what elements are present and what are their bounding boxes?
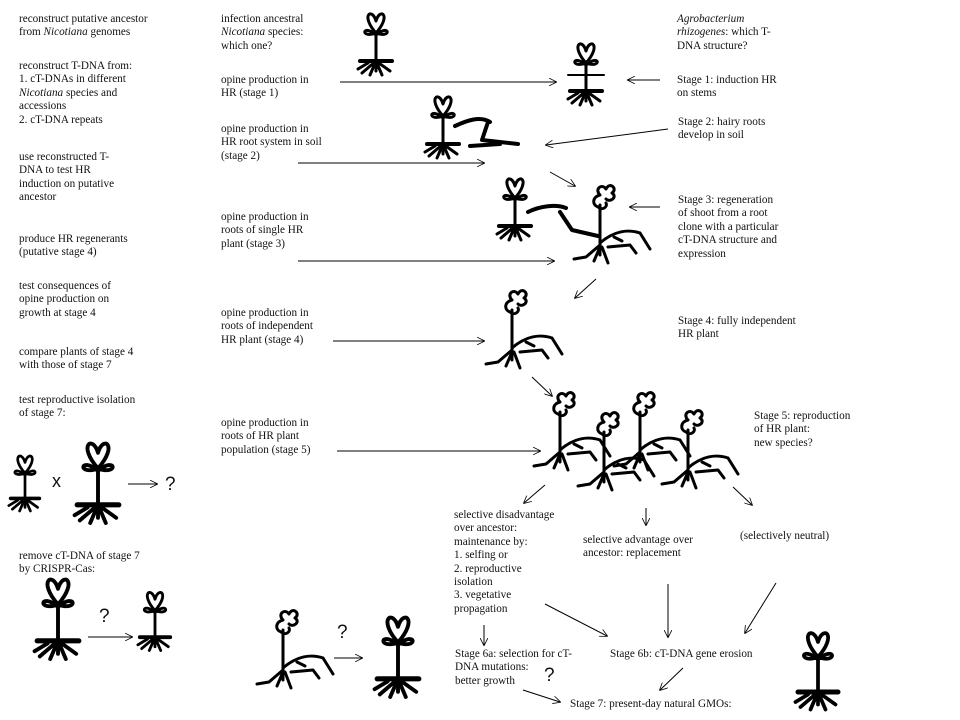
reproductive-isolation-text: test reproductive isolation of stage 7: <box>19 394 136 420</box>
opine-stage3-text: opine production in roots of single HR p… <box>221 211 309 250</box>
stage3-root-connection <box>526 203 600 238</box>
stage3-label: Stage 3: regeneration of shoot from a ro… <box>678 194 779 260</box>
stage2-hairy-roots <box>453 117 520 148</box>
text-part: infection ancestral <box>221 13 304 25</box>
stage5-label: Stage 5: reproduction of HR plant: new s… <box>754 410 851 449</box>
stage5-hr-plant-4 <box>660 409 740 490</box>
opine-consequences-text: test consequences of opine production on… <box>19 280 111 319</box>
ancestral-plant-illustration <box>356 11 394 77</box>
stage5-hr-plant-2 <box>576 411 656 492</box>
reversion-hr-plant <box>255 609 335 690</box>
species-name: Nicotiana <box>43 26 88 39</box>
stage2-plant-illustration <box>423 94 461 160</box>
opine-stage5-text: opine production in roots of HR plant po… <box>221 417 311 456</box>
arrow-stage2 <box>546 128 669 145</box>
text-part: : which T- DNA structure? <box>677 26 771 52</box>
stage2-label: Stage 2: hairy roots develop in soil <box>678 116 766 142</box>
selective-advantage-text: selective advantage over ancestor: repla… <box>583 534 693 560</box>
opine-stage1-text: opine production in HR (stage 1) <box>221 74 309 100</box>
plant-after-crispr <box>136 590 173 653</box>
opine-stage4-text: opine production in roots of independent… <box>221 307 313 346</box>
stage4-label: Stage 4: fully independent HR plant <box>678 315 796 341</box>
crispr-removal-text: remove cT-DNA of stage 7 by CRISPR-Cas: <box>19 550 140 576</box>
species-name: Nicotiana <box>19 86 64 99</box>
stage1-plant-illustration <box>566 41 604 107</box>
cross-symbol: x <box>52 471 61 491</box>
compare-stages-text: compare plants of stage 4 with those of … <box>19 346 134 372</box>
stage5-hr-plant-3 <box>612 391 692 472</box>
crispr-result-question: ? <box>99 606 110 627</box>
ancestor-reconstruction-text: reconstruct putative ancestor from Nicot… <box>19 13 148 40</box>
agrobacterium-text: Agrobacterium rhizogenes: which T- DNA s… <box>677 13 771 53</box>
stage7-plant-small <box>7 454 42 513</box>
ancestor-plant-large <box>75 444 119 523</box>
stage1-label: Stage 1: induction HR on stems <box>677 74 777 100</box>
cross-result-question: ? <box>165 474 176 495</box>
reversion-question: ? <box>337 622 348 643</box>
arrow-to-disadvantage <box>524 484 546 503</box>
stage6a-label: Stage 6a: selection for cT- DNA mutation… <box>455 648 573 687</box>
stage6b-label: Stage 6b: cT-DNA gene erosion <box>610 648 753 660</box>
text-part: reconstruct putative ancestor from <box>19 13 148 39</box>
stage7-natural-gmo-plant <box>796 633 839 709</box>
stage3-plant-illustration <box>495 176 533 242</box>
arrow-neutral-to-6b <box>745 582 777 633</box>
text-part: species and accessions 2. cT-DNA repeats <box>19 86 118 126</box>
stage5-hr-plant-1 <box>532 391 612 472</box>
stage3-regenerated-shoot <box>572 184 652 265</box>
text-part: reconstruct T-DNA from: 1. cT-DNAs in di… <box>19 60 133 86</box>
infection-text: infection ancestral Nicotiana species: w… <box>221 13 303 53</box>
species-name: Nicotiana <box>221 26 266 39</box>
arrow-to-neutral <box>732 486 752 505</box>
hr-regenerants-text: produce HR regenerants (putative stage 4… <box>19 233 128 259</box>
arrow-stage2-to-3 <box>549 171 575 186</box>
arrow-stage3-to-4 <box>575 278 597 298</box>
test-hr-induction-text: use reconstructed T- DNA to test HR indu… <box>19 151 115 204</box>
species-name: Agrobacterium rhizogenes <box>677 13 745 39</box>
stage4-hr-plant-illustration <box>484 289 564 370</box>
opine-stage2-text: opine production in HR root system in so… <box>221 123 322 162</box>
text-part: species: which one? <box>221 26 304 52</box>
reverted-normal-plant <box>375 618 419 697</box>
selectively-neutral-text: (selectively neutral) <box>740 530 830 542</box>
stage7-label: Stage 7: present-day natural GMOs: <box>570 698 732 710</box>
text-part: genomes <box>87 26 131 39</box>
stage7-plant-before-crispr <box>35 580 79 659</box>
tdna-reconstruction-text: reconstruct T-DNA from: 1. cT-DNAs in di… <box>19 60 132 127</box>
stage6a-question: ? <box>544 665 555 686</box>
arrow-stage4-to-5 <box>531 376 552 396</box>
selective-disadvantage-text: selective disadvantage over ancestor: ma… <box>454 509 555 615</box>
arrow-6b-to-7 <box>660 667 684 690</box>
arrow-6a-to-7 <box>522 689 560 702</box>
